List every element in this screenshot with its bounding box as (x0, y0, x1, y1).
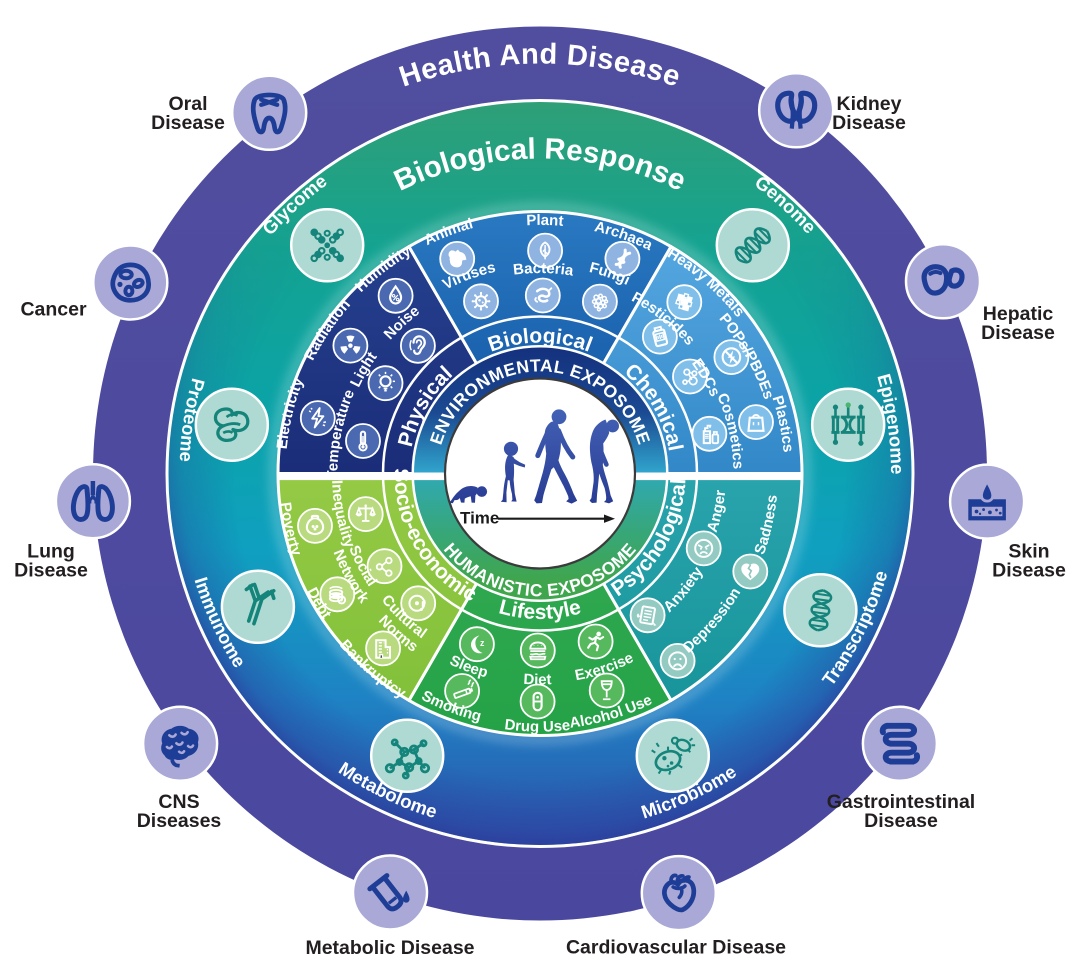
svg-text:Skin: Skin (1008, 541, 1049, 563)
svg-text:Oral: Oral (168, 93, 207, 115)
svg-text:Lung: Lung (27, 541, 75, 563)
svg-text:Disease: Disease (151, 112, 225, 134)
svg-text:Disease: Disease (864, 810, 938, 832)
svg-text:Diet: Diet (523, 671, 552, 689)
svg-text:Disease: Disease (992, 560, 1066, 582)
svg-text:Cardiovascular Disease: Cardiovascular Disease (566, 937, 786, 959)
svg-text:Disease: Disease (981, 322, 1055, 344)
svg-text:Disease: Disease (832, 112, 906, 134)
svg-text:Cancer: Cancer (20, 299, 87, 321)
svg-text:Kidney: Kidney (836, 93, 901, 115)
svg-text:Disease: Disease (14, 560, 88, 582)
svg-text:CNS: CNS (158, 791, 199, 813)
svg-text:Drug Use: Drug Use (504, 716, 571, 735)
svg-text:z: z (480, 638, 485, 648)
svg-text:Hepatic: Hepatic (983, 303, 1054, 325)
svg-text:Plant: Plant (526, 212, 564, 230)
svg-text:Metabolic Disease: Metabolic Disease (305, 937, 474, 959)
svg-text:Time: Time (460, 509, 499, 528)
svg-text:Gastrointestinal: Gastrointestinal (827, 791, 975, 813)
svg-text:Diseases: Diseases (137, 810, 222, 832)
svg-text:Bacteria: Bacteria (512, 260, 575, 280)
